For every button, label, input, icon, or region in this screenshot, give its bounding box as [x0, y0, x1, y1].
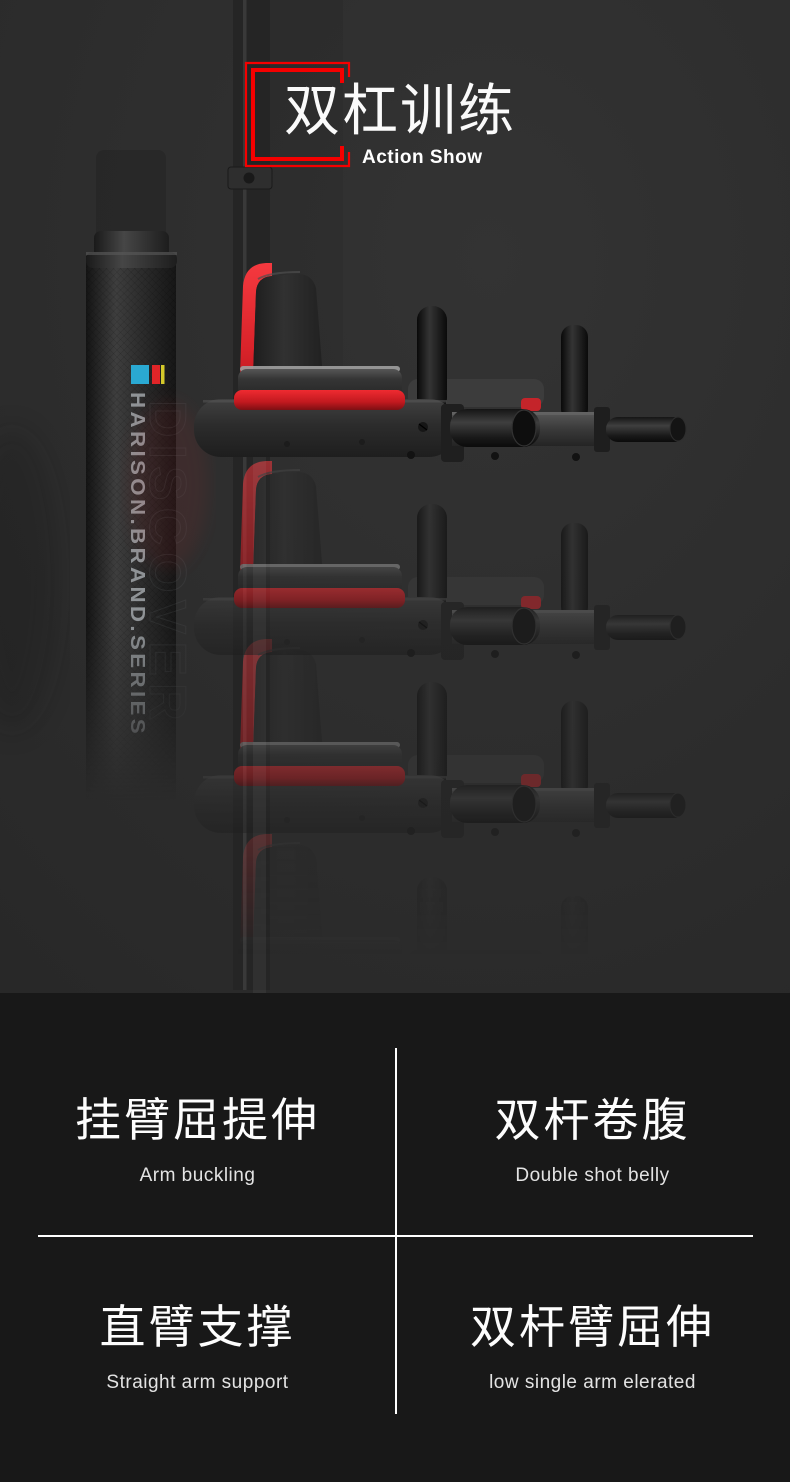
feature-title-cn: 挂臂屈提伸 [75, 1094, 320, 1146]
feature-cell-straight-arm-support: 直臂支撑 Straight arm support [0, 1236, 395, 1482]
feature-cell-double-shot-belly: 双杆卷腹 Double shot belly [395, 993, 790, 1236]
feature-title-cn: 直臂支撑 [99, 1300, 296, 1353]
brand-color-squares [131, 365, 165, 384]
horizontal-divider [38, 1235, 753, 1237]
feature-title-en: low single arm elerated [489, 1371, 696, 1393]
feature-title-en: Double shot belly [515, 1165, 670, 1186]
product-photo-section: DISCOVER HARISON.BRAND.SERIES [0, 0, 790, 993]
vertical-divider [395, 1048, 397, 1414]
feature-title-cn: 双杆臂屈伸 [470, 1300, 715, 1353]
feature-title-cn: 双杆卷腹 [494, 1094, 691, 1146]
feature-cell-arm-buckling: 挂臂屈提伸 Arm buckling [0, 993, 395, 1236]
features-section: 挂臂屈提伸 Arm buckling 双杆卷腹 Double shot bell… [0, 993, 790, 1482]
product-photo: DISCOVER HARISON.BRAND.SERIES [0, 0, 790, 993]
page-subtitle: Action Show [362, 147, 483, 168]
title-block: 双杠训练 Action Show [0, 0, 790, 200]
title-bracket [244, 61, 351, 168]
feature-title-en: Arm buckling [139, 1165, 256, 1186]
harison-pole: DISCOVER HARISON.BRAND.SERIES [86, 150, 197, 993]
page-title: 双杠训练 [284, 79, 516, 142]
feature-cell-arm-extension: 双杆臂屈伸 low single arm elerated [395, 1236, 790, 1482]
feature-title-en: Straight arm support [106, 1371, 289, 1393]
